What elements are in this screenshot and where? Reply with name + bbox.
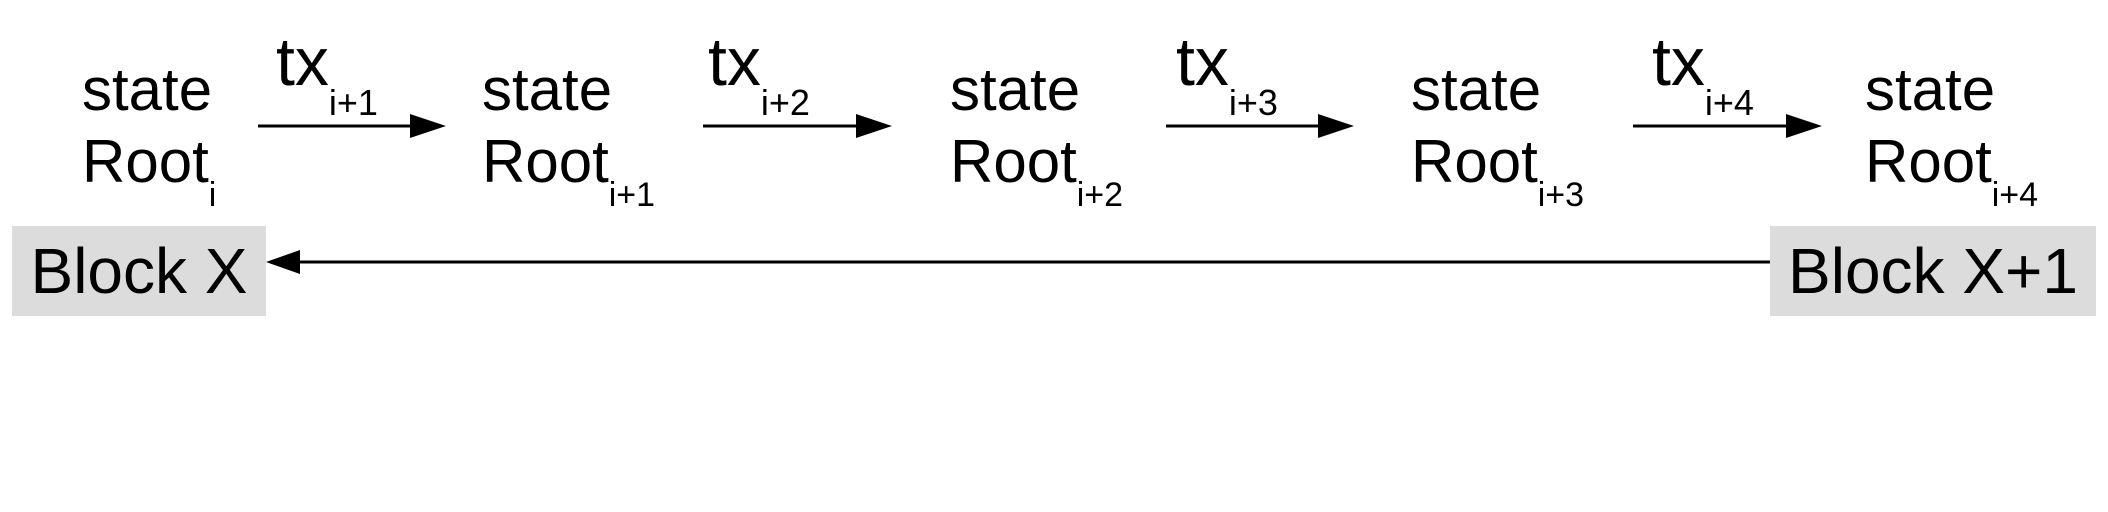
root-subscript: i+3 bbox=[1537, 176, 1585, 214]
root-label: Rooti bbox=[82, 132, 216, 213]
root-subscript: i+4 bbox=[1991, 176, 2039, 214]
block-x-plus-1: Block X+1 bbox=[1770, 226, 2096, 316]
tx-word: tx bbox=[708, 24, 761, 100]
root-word: Root bbox=[950, 128, 1077, 195]
root-word: Root bbox=[482, 128, 609, 195]
root-label: Rooti+2 bbox=[950, 132, 1123, 213]
tx-arrow-3 bbox=[1166, 114, 1354, 138]
root-subscript: i+1 bbox=[608, 176, 656, 214]
tx-label-2: txi+2 bbox=[708, 28, 810, 121]
state-word: state bbox=[1411, 56, 1542, 123]
tx-label-3: txi+3 bbox=[1176, 28, 1278, 121]
tx-arrow-4 bbox=[1633, 114, 1822, 138]
tx-word: tx bbox=[1652, 24, 1705, 100]
tx-word: tx bbox=[1176, 24, 1229, 100]
block-x: Block X bbox=[12, 226, 266, 316]
state-word: state bbox=[950, 56, 1081, 123]
root-word: Root bbox=[1411, 128, 1538, 195]
root-word: Root bbox=[1865, 128, 1992, 195]
tx-subscript: i+2 bbox=[760, 82, 810, 123]
root-subscript: i+2 bbox=[1076, 176, 1124, 214]
root-label: Rooti+1 bbox=[482, 132, 655, 213]
tx-arrow-2 bbox=[703, 114, 892, 138]
tx-label-1: txi+1 bbox=[276, 28, 378, 121]
root-subscript: i bbox=[208, 176, 217, 214]
root-label: Rooti+3 bbox=[1411, 132, 1584, 213]
tx-subscript: i+1 bbox=[328, 82, 378, 123]
tx-subscript: i+4 bbox=[1704, 82, 1754, 123]
state-word: state bbox=[482, 56, 613, 123]
tx-arrow-1 bbox=[258, 114, 446, 138]
block-link-arrow bbox=[266, 250, 1770, 274]
state-word: state bbox=[82, 56, 213, 123]
root-word: Root bbox=[82, 128, 209, 195]
state-word: state bbox=[1865, 56, 1996, 123]
root-label: Rooti+4 bbox=[1865, 132, 2038, 213]
tx-label-4: txi+4 bbox=[1652, 28, 1754, 121]
tx-word: tx bbox=[276, 24, 329, 100]
tx-subscript: i+3 bbox=[1228, 82, 1278, 123]
